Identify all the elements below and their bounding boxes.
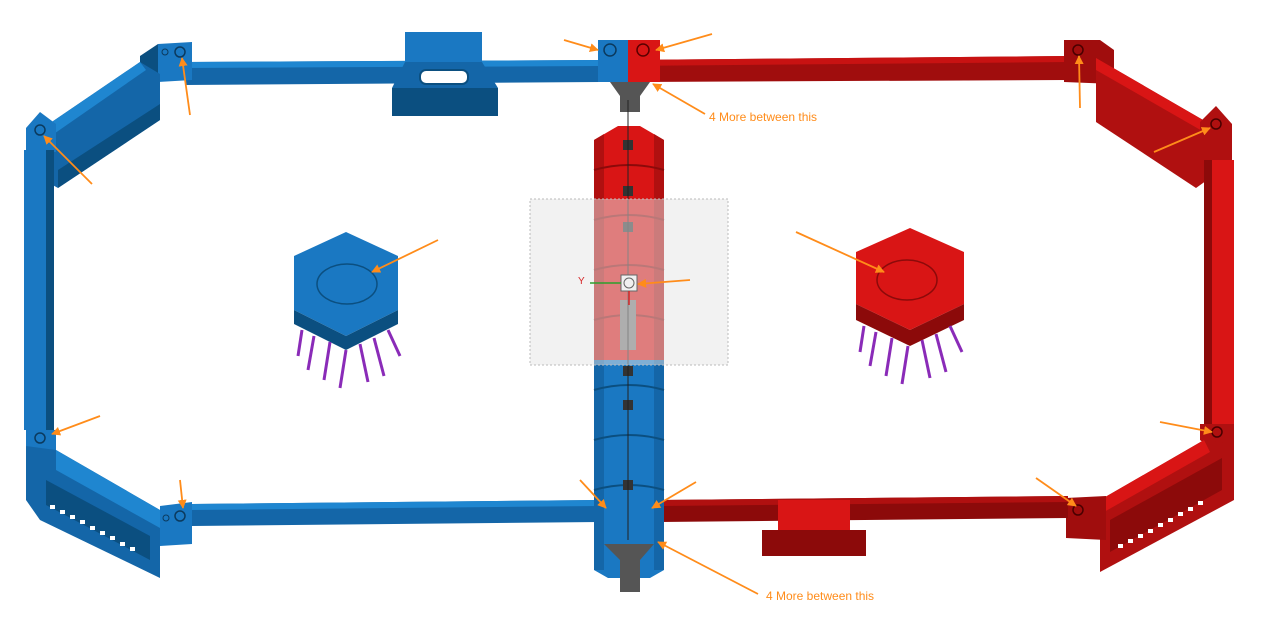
- arrow-icon: [1074, 55, 1084, 109]
- blue-frame-half: [24, 32, 628, 578]
- top-gray-connector: [610, 82, 650, 112]
- arrow-icon: [43, 135, 93, 185]
- blue-spine: [594, 360, 664, 578]
- red-hex-container: [856, 228, 964, 385]
- arrow-icon: [177, 479, 187, 509]
- arrow-icon: [651, 481, 697, 509]
- blue-top-clip: [405, 32, 482, 62]
- arrow-icon: [1159, 421, 1213, 435]
- arrow-icon: [563, 39, 599, 53]
- selection-box: [529, 198, 729, 366]
- red-diagonal-upper: [1096, 58, 1210, 188]
- bottom-annotation-note: 4 More between this: [766, 589, 875, 603]
- blue-diagonal-upper: [40, 62, 160, 188]
- arrow-icon: [655, 33, 713, 53]
- arrow-icon: [178, 57, 191, 116]
- triad-y-label: Y: [578, 276, 585, 287]
- bottom-gray-connector: [604, 544, 654, 592]
- red-frame-half: [628, 40, 1234, 572]
- arrow-icon: [51, 415, 101, 436]
- blue-corner-bottom-left: [160, 502, 192, 546]
- arrow-icon: [371, 239, 439, 273]
- arrow-icon: [579, 479, 607, 509]
- arrow-icon: [795, 231, 885, 273]
- arrow-icon: [652, 83, 706, 115]
- red-junction-top: [628, 40, 660, 82]
- top-annotation-note: 4 More between this: [709, 110, 818, 124]
- blue-hex-container: [294, 232, 402, 389]
- coordinate-triad-icon: [590, 274, 638, 305]
- blue-junction-top: [598, 40, 628, 82]
- red-bottom-clip: [778, 500, 850, 532]
- annotation-arrows: [43, 33, 1213, 595]
- blue-corner-top-left: [158, 42, 192, 82]
- red-corner-bottom-right: [1066, 496, 1106, 540]
- arrow-icon: [1153, 127, 1211, 153]
- arrow-icon: [1035, 477, 1077, 507]
- arrow-icon: [657, 541, 759, 595]
- arrow-icon: [637, 278, 691, 288]
